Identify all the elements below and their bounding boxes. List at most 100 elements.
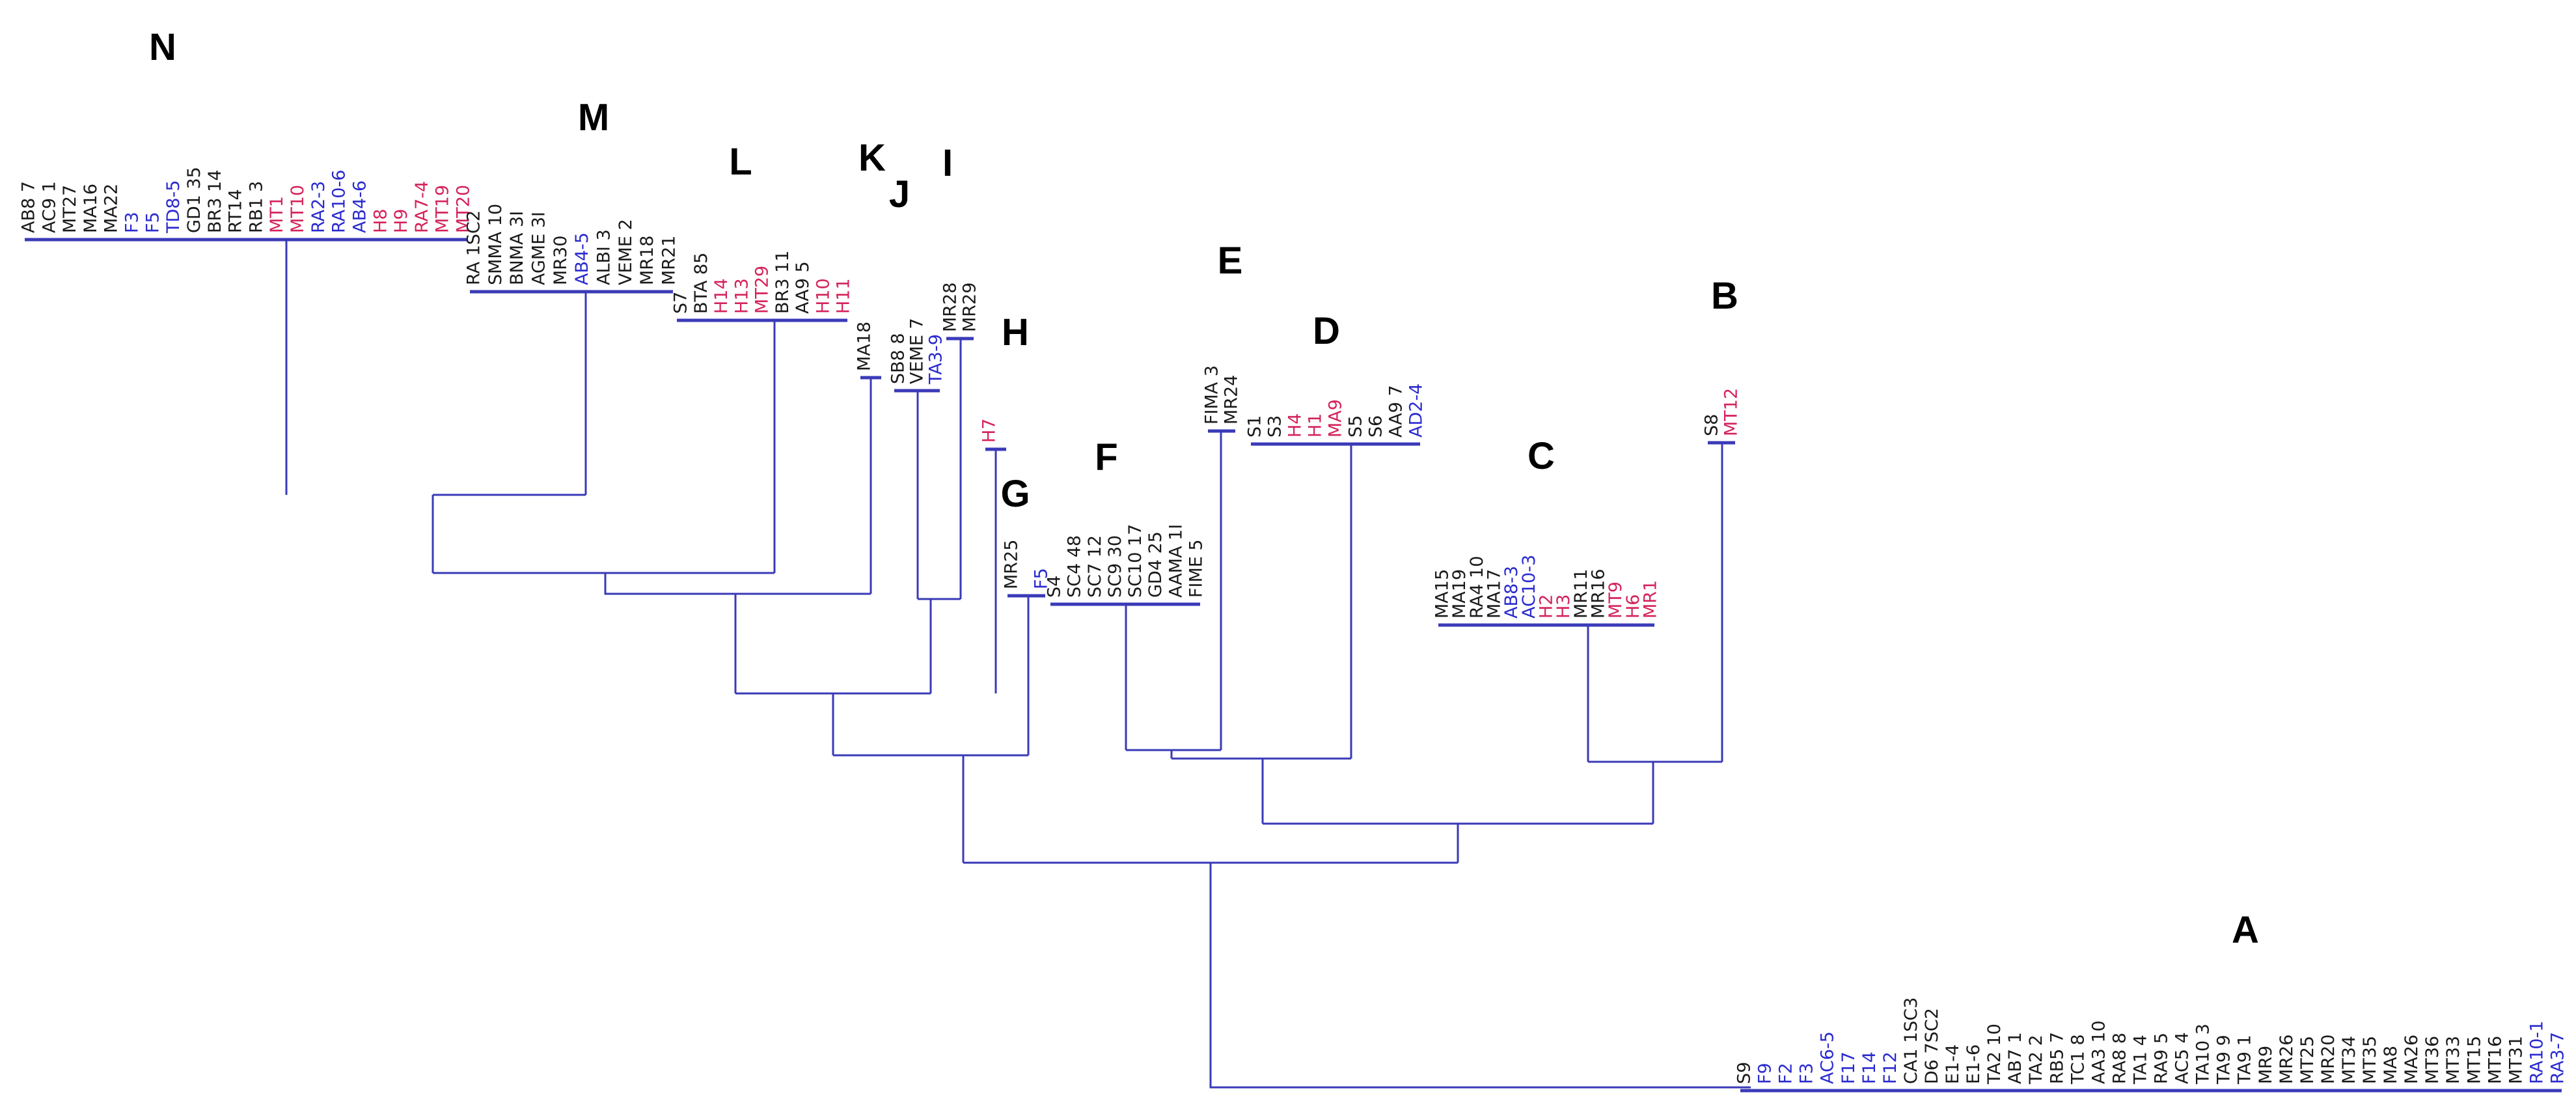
cluster-label-e: E (1218, 240, 1243, 282)
leaf-label: TA3-9 (926, 334, 946, 385)
leaf-label: F17 (1839, 1052, 1859, 1084)
leaf-label: F9 (1755, 1063, 1775, 1084)
leaf-label: H2 (1537, 594, 1557, 619)
leaf-label: S8 (1702, 414, 1722, 436)
leaf-label: FIME 5 (1186, 539, 1207, 598)
leaf-label: MT20 (454, 185, 474, 233)
leaf-label: RA10-6 (329, 170, 349, 233)
leaf-label: MR24 (1222, 375, 1242, 425)
leaf-label: AB8-3 (1501, 566, 1522, 619)
leaf-label: RA7-4 (412, 181, 432, 233)
leaf-label: S1 (1245, 415, 1265, 438)
leaf-label: MR25 (1002, 540, 1022, 589)
leaf-label: MR1 (1641, 580, 1661, 619)
leaf-label: RA3-7 (2548, 1032, 2568, 1084)
leaf-label: E1-6 (1964, 1044, 1984, 1084)
leaf-label: RA9 5 (2152, 1033, 2172, 1084)
leaf-label: TC1 8 (2068, 1034, 2088, 1085)
leaf-label: AAMA 1I (1166, 524, 1186, 598)
leaf-label: RA10-1 (2527, 1021, 2547, 1084)
leaf-label: SC4 48 (1065, 535, 1085, 598)
leaf-label: RA2-3 (308, 181, 329, 233)
dendrogram-branches (25, 238, 2562, 1093)
leaf-label: F12 (1880, 1052, 1900, 1084)
cluster-label-h: H (1002, 311, 1029, 354)
leaf-label: MR16 (1589, 569, 1609, 619)
leaf-label: S5 (1346, 415, 1366, 438)
leaf-label: TA9 9 (2214, 1035, 2234, 1085)
leaf-label: CA1 1SC3 (1901, 997, 1921, 1084)
leaf-label: MT15 (2464, 1036, 2484, 1084)
leaf-label: TA1 4 (2130, 1035, 2150, 1085)
dendrogram-branch (1125, 431, 1222, 751)
leaf-label: MA26 (2402, 1035, 2422, 1084)
leaf-label: H6 (1623, 594, 1643, 619)
leaf-label: AA9 7 (1386, 385, 1406, 438)
leaf-label: MT25 (2297, 1036, 2318, 1084)
leaf-label: MT29 (752, 266, 773, 314)
cluster-label-a: A (2232, 909, 2259, 951)
leaf-label: AA9 5 (793, 261, 813, 314)
cluster-label-g: G (1000, 473, 1030, 515)
leaf-label: H1 (1306, 413, 1326, 438)
dendrogram-branch (734, 594, 932, 695)
leaf-label: MR28 (940, 283, 961, 332)
leaf-label: RT14 (226, 189, 246, 233)
leaf-label: H4 (1285, 413, 1306, 438)
leaf-label: BNMA 3I (507, 211, 527, 285)
leaf-label: MA8 (2381, 1046, 2401, 1084)
cluster-label-d: D (1313, 310, 1340, 352)
leaf-label: S7 (671, 292, 691, 314)
dendrogram-branch (433, 320, 776, 574)
leaf-label: SC10 17 (1125, 524, 1145, 598)
leaf-label: MT12 (1721, 388, 1742, 436)
leaf-label: MA15 (1432, 569, 1453, 619)
leaf-label: RA4 10 (1467, 556, 1487, 619)
leaf-label: MR29 (960, 283, 980, 332)
dendrogram-branch (916, 339, 962, 600)
leaf-label: MR21 (659, 236, 679, 285)
cluster-label-k: K (858, 137, 886, 179)
cluster-label-l: L (729, 141, 752, 183)
leaf-label: ALBI 3 (594, 229, 614, 285)
leaf-label: MT9 (1606, 581, 1626, 619)
leaf-label: AC5 4 (2172, 1032, 2193, 1084)
leaf-label: GD1 35 (184, 167, 204, 233)
leaf-label: MR30 (551, 236, 571, 285)
dendrogram-branch (1261, 759, 1654, 825)
leaf-label: H8 (370, 209, 391, 233)
leaf-label: H14 (711, 278, 732, 314)
leaf-label: SB8 8 (888, 333, 909, 384)
leaf-label: H7 (980, 419, 1000, 443)
leaf-label: AB8 7 (19, 181, 39, 233)
leaf-label: F3 (122, 212, 143, 233)
leaf-label: RA8 8 (2109, 1033, 2130, 1084)
leaf-label: MT33 (2443, 1036, 2463, 1084)
leaf-label: TD8-5 (163, 180, 184, 234)
leaf-label: MT19 (433, 185, 453, 233)
cluster-label-f: F (1095, 436, 1117, 479)
leaf-label: BR3 11 (773, 251, 793, 314)
dendrogram-branch (285, 240, 587, 496)
leaf-label: S3 (1265, 415, 1285, 438)
leaf-label: MR18 (637, 236, 657, 285)
leaf-label: S4 (1045, 576, 1065, 598)
cluster-label-i: I (942, 142, 953, 184)
leaf-label: AA3 10 (2089, 1020, 2109, 1084)
leaf-label: VEME 2 (616, 219, 636, 285)
leaf-label: SC7 12 (1085, 535, 1105, 598)
leaf-label: S6 (1366, 415, 1386, 438)
leaf-label: VEME 7 (907, 318, 927, 384)
leaf-label: E1-4 (1943, 1044, 1963, 1084)
leaf-label: H9 (391, 209, 411, 233)
leaf-label: MT27 (60, 185, 80, 233)
leaf-label: MR9 (2256, 1046, 2276, 1084)
leaf-label: H11 (834, 278, 854, 314)
leaf-label: AD2-4 (1406, 384, 1427, 438)
leaf-label: AC6-5 (1818, 1031, 1838, 1084)
leaf-label: MA17 (1485, 569, 1505, 619)
dendrogram-branch (962, 755, 1459, 864)
leaf-label: MT16 (2485, 1036, 2505, 1084)
